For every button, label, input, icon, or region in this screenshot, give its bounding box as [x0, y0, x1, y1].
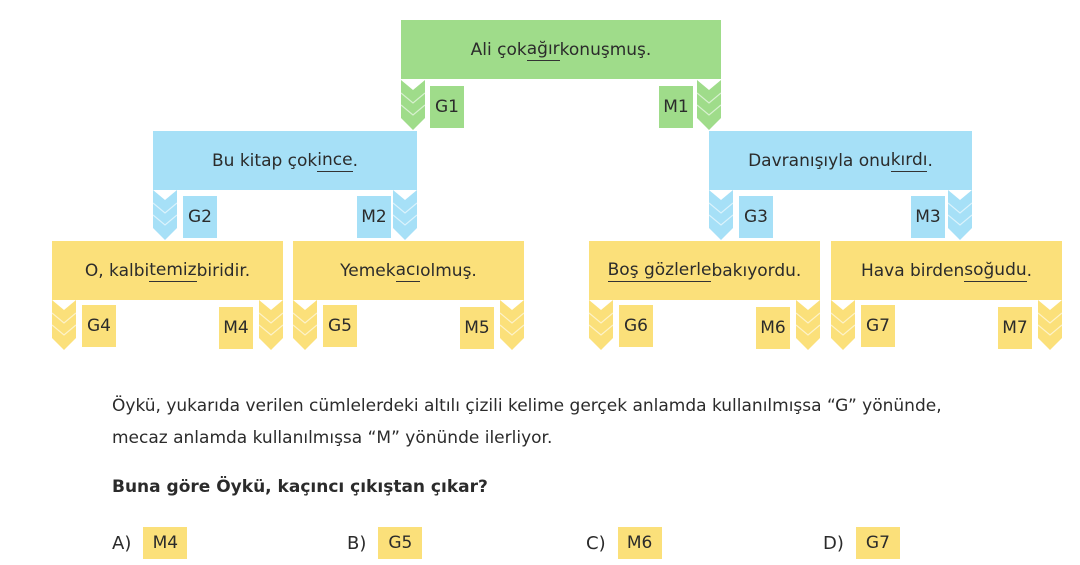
option-b[interactable]: B) G5	[347, 527, 423, 559]
chevron-down-icon	[948, 190, 972, 240]
exit-label-m4: M4	[219, 307, 253, 349]
sentence-box-root: Ali çok ağır konuşmuş.	[401, 20, 721, 79]
exit-label-g6: G6	[619, 305, 653, 347]
chevron-down-icon	[393, 190, 417, 240]
chevron-down-icon	[831, 300, 855, 350]
sentence-box-l1-left: Bu kitap çok ince.	[153, 131, 417, 190]
option-value: G5	[378, 527, 423, 559]
chevron-down-icon	[589, 300, 613, 350]
chevron-down-icon	[401, 80, 425, 130]
exit-label-m2: M2	[357, 196, 391, 238]
option-d[interactable]: D) G7	[823, 527, 900, 559]
chevron-down-icon	[709, 190, 733, 240]
sentence-box-l2-3: Boş gözlerle bakıyordu.	[589, 241, 820, 300]
chevron-down-icon	[153, 190, 177, 240]
chevron-down-icon	[1038, 300, 1062, 350]
sentence-box-l2-4: Hava birden soğudu.	[831, 241, 1062, 300]
chevron-down-icon	[293, 300, 317, 350]
question-text-line1: Öykü, yukarıda verilen cümlelerdeki altı…	[112, 396, 942, 416]
option-value: G7	[855, 527, 900, 559]
exit-label-g7: G7	[861, 305, 895, 347]
option-letter: A)	[112, 532, 132, 554]
option-value: M4	[143, 527, 188, 559]
exit-label-g2: G2	[183, 196, 217, 238]
chevron-down-icon	[259, 300, 283, 350]
exit-label-g1: G1	[430, 86, 464, 128]
exit-label-m5: M5	[460, 307, 494, 349]
option-letter: D)	[823, 532, 844, 554]
sentence-box-l2-1: O, kalbi temiz biridir.	[52, 241, 283, 300]
chevron-down-icon	[796, 300, 820, 350]
exit-label-m3: M3	[911, 196, 945, 238]
exit-label-g5: G5	[323, 305, 357, 347]
question-text-line2: mecaz anlamda kullanılmışsa “M” yönünde …	[112, 428, 553, 448]
sentence-box-l1-right: Davranışıyla onu kırdı.	[709, 131, 972, 190]
option-c[interactable]: C) M6	[586, 527, 662, 559]
option-a[interactable]: A) M4	[112, 527, 188, 559]
exit-label-m1: M1	[659, 86, 693, 128]
option-letter: B)	[347, 532, 367, 554]
question-prompt: Buna göre Öykü, kaçıncı çıkıştan çıkar?	[112, 477, 488, 497]
chevron-down-icon	[500, 300, 524, 350]
chevron-down-icon	[697, 80, 721, 130]
chevron-down-icon	[52, 300, 76, 350]
option-value: M6	[617, 527, 662, 559]
option-letter: C)	[586, 532, 606, 554]
exit-label-g3: G3	[739, 196, 773, 238]
exit-label-m7: M7	[998, 307, 1032, 349]
exit-label-m6: M6	[756, 307, 790, 349]
exit-label-g4: G4	[82, 305, 116, 347]
sentence-box-l2-2: Yemek acı olmuş.	[293, 241, 524, 300]
